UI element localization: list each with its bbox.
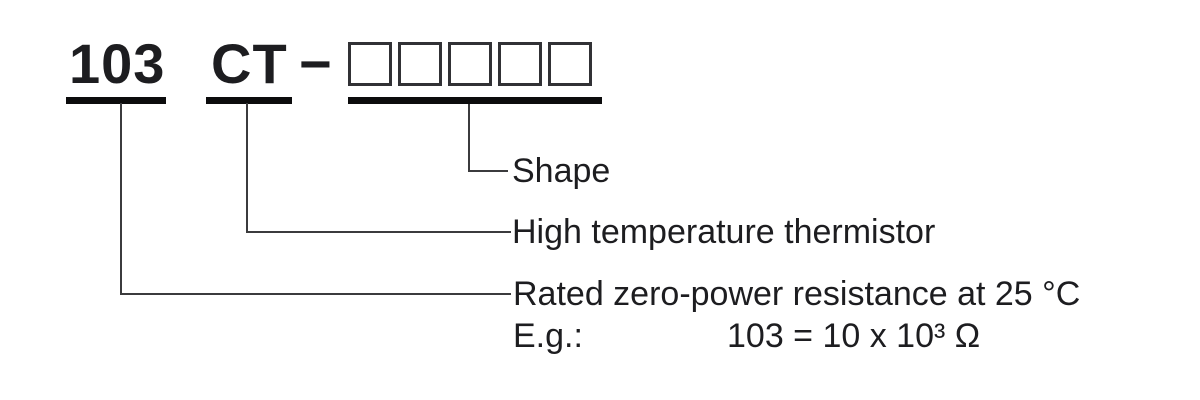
callout-label-shape: Shape xyxy=(512,152,611,190)
shape-box xyxy=(398,42,442,86)
callout-line-resistance-vertical xyxy=(120,103,122,295)
shape-boxes xyxy=(348,42,592,86)
callout-line-shape-vertical xyxy=(468,104,470,172)
shape-box xyxy=(548,42,592,86)
shape-box xyxy=(348,42,392,86)
resistance-code-text: 103 xyxy=(69,32,166,95)
series-code-text: CT xyxy=(211,32,288,95)
underline-series-code xyxy=(206,97,292,104)
callout-line-resistance-horizontal xyxy=(120,293,511,295)
separator-dash: − xyxy=(299,32,333,95)
example-equation: 103 = 10 x 10³ Ω xyxy=(727,317,981,355)
shape-box xyxy=(498,42,542,86)
callout-line-shape-horizontal xyxy=(468,170,508,172)
callout-line-series-vertical xyxy=(246,103,248,233)
callout-label-high-temperature-thermistor: High temperature thermistor xyxy=(512,213,936,251)
shape-box xyxy=(448,42,492,86)
callout-label-rated-zero-power-resistance: Rated zero-power resistance at 25 °C xyxy=(513,275,1081,313)
underline-resistance-code xyxy=(66,97,166,104)
example-prefix: E.g.: xyxy=(513,317,583,355)
callout-line-series-horizontal xyxy=(246,231,511,233)
underline-shape-boxes xyxy=(348,97,602,104)
